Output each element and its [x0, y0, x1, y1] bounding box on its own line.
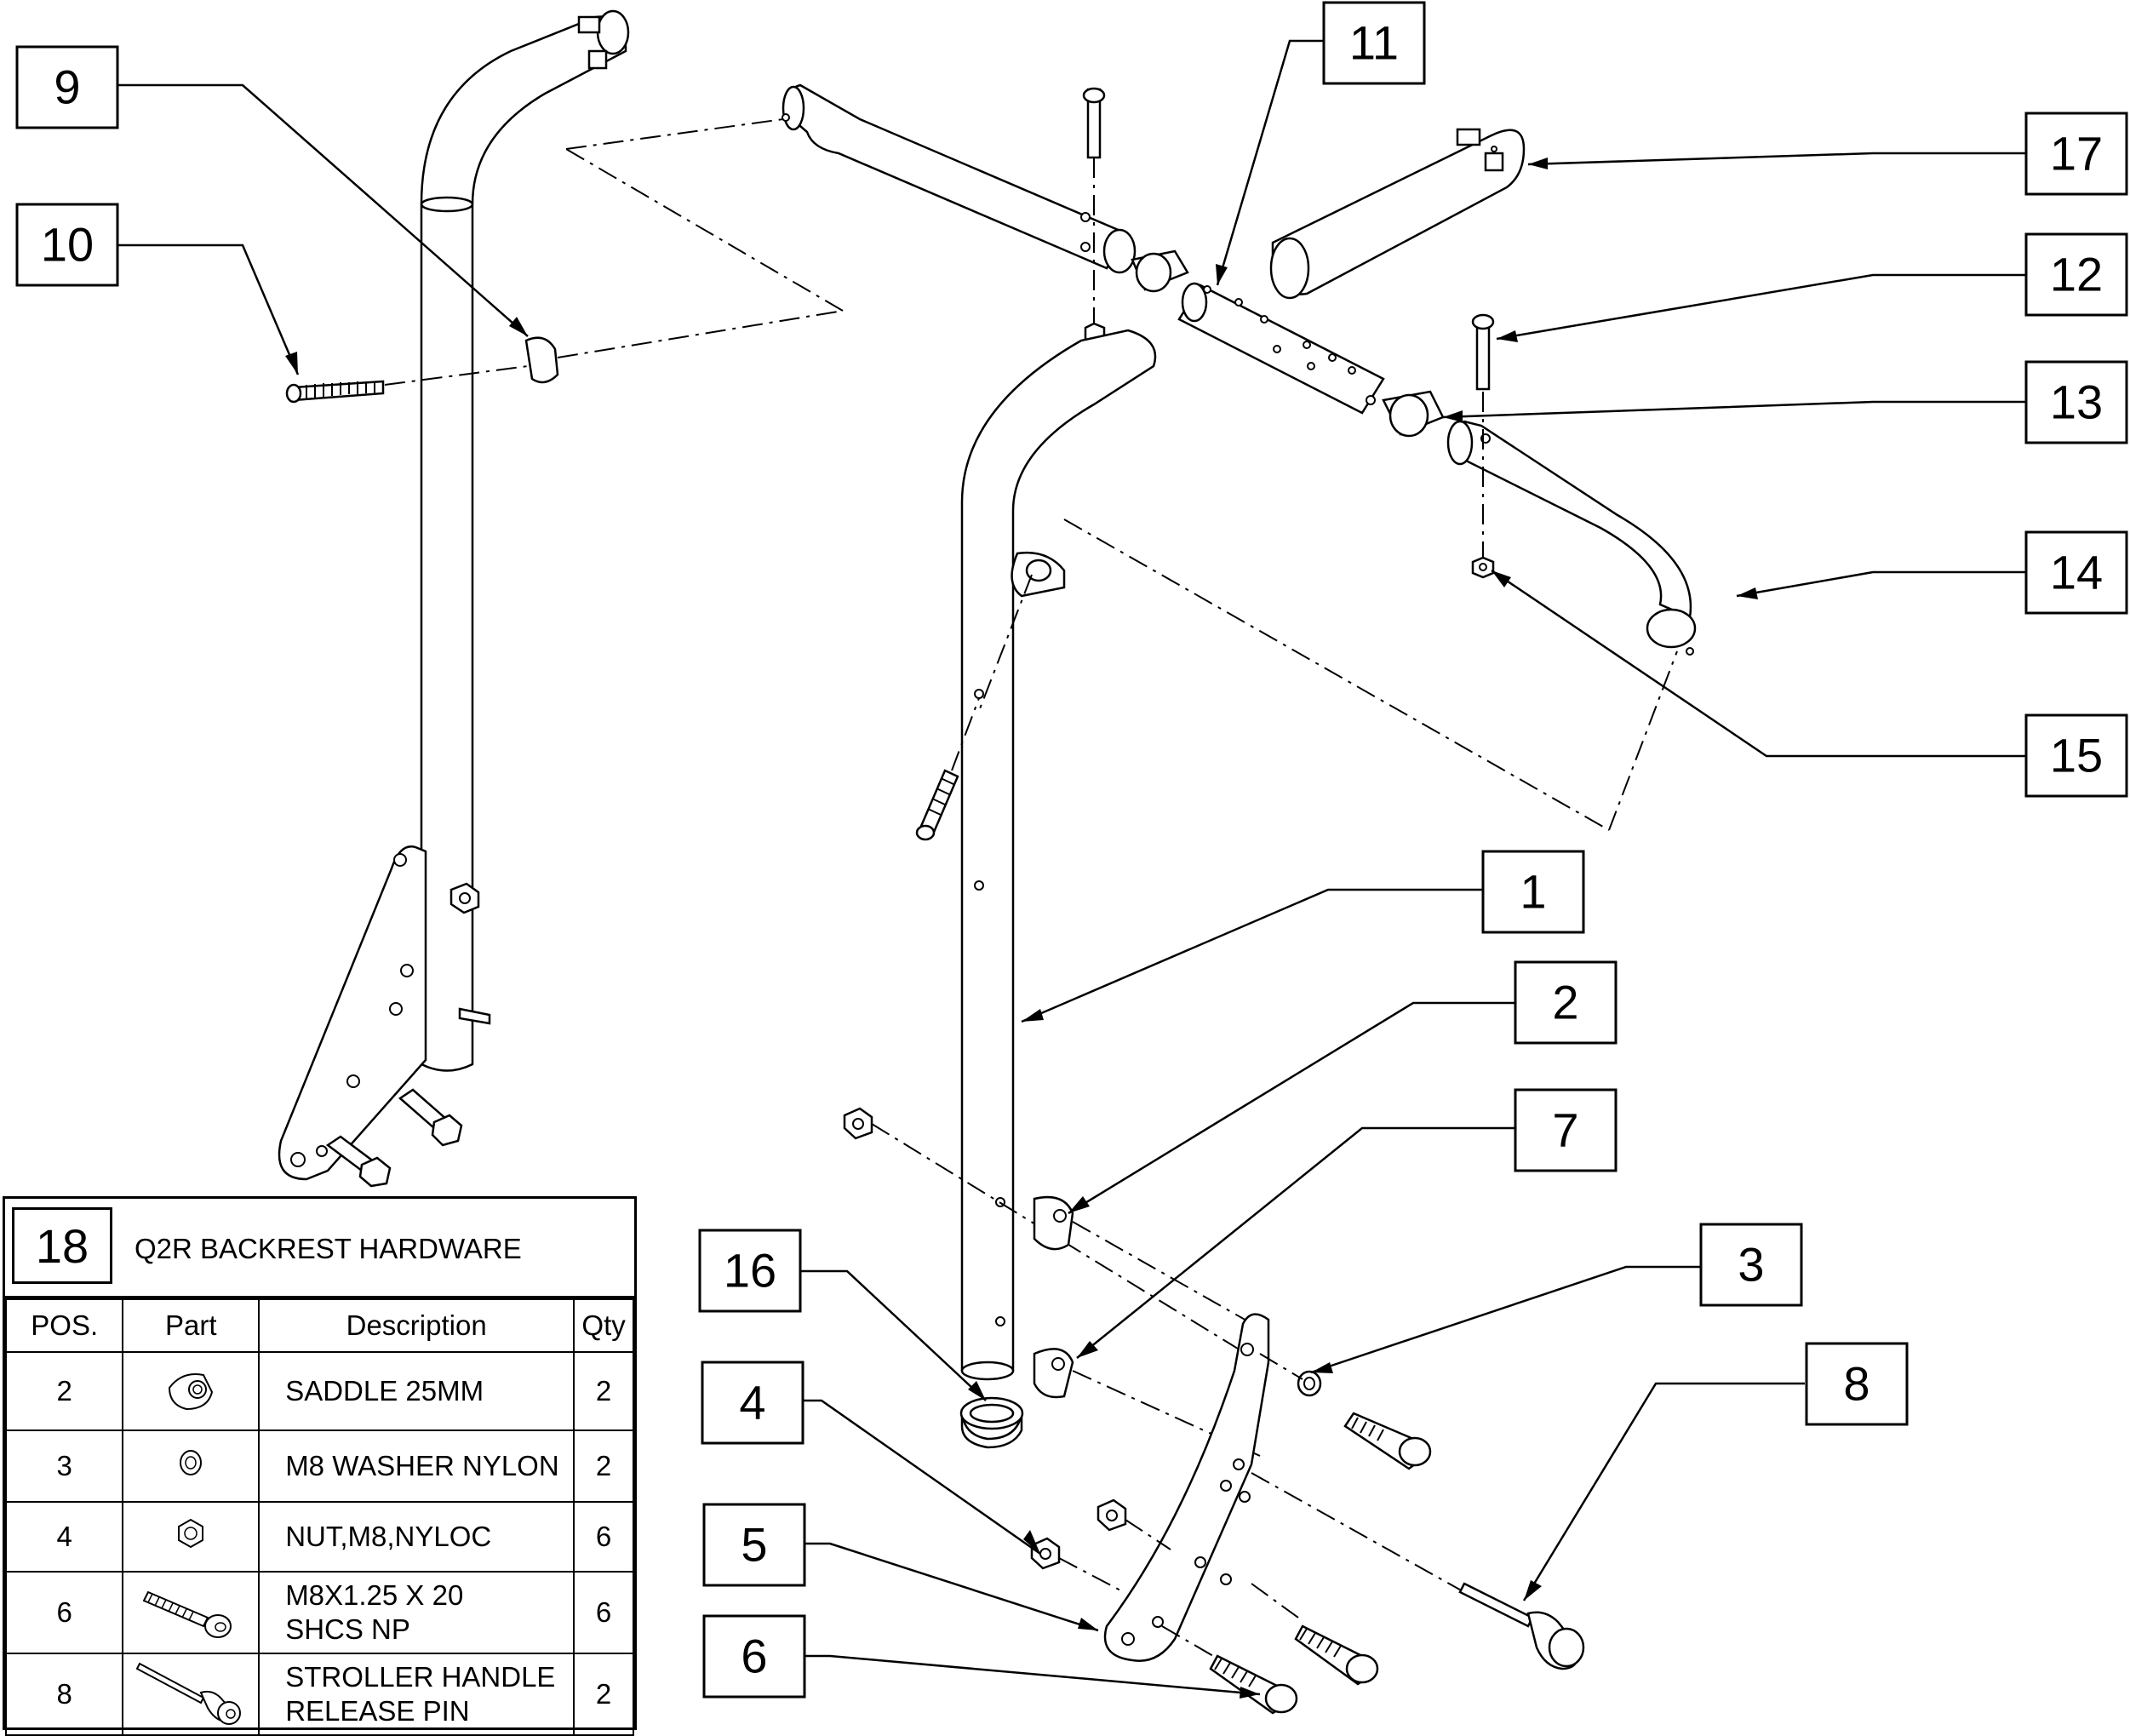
row-description: M8X1.25 X 20: [285, 1579, 464, 1611]
callout-label: 5: [741, 1518, 767, 1572]
table-row: 2 SADDLE 25MM 2: [4, 1351, 634, 1431]
screw-icon: [122, 1571, 261, 1654]
saddle-icon: [122, 1351, 261, 1431]
callout-label: 4: [739, 1376, 765, 1429]
callout-3: 3: [1699, 1223, 1803, 1307]
table-row: 4 NUT,M8,NYLOC 6: [4, 1501, 634, 1573]
callout-8: 8: [1805, 1342, 1909, 1426]
callout-14: 14: [2024, 530, 2128, 615]
left-backrest-cane: [278, 9, 844, 1188]
callout-label: 15: [2050, 729, 2103, 782]
kit-title: Q2R BACKREST HARDWARE: [135, 1233, 522, 1264]
row-description: SADDLE 25MM: [285, 1375, 484, 1407]
parts-table: 18 Q2R BACKREST HARDWARE POS. Part Descr…: [3, 1196, 637, 1736]
row-description: NUT,M8,NYLOC: [285, 1521, 492, 1552]
callout-2: 2: [1514, 960, 1618, 1045]
row-qty: 2: [573, 1653, 634, 1736]
row-qty: 2: [573, 1351, 634, 1431]
row-qty: 2: [573, 1429, 634, 1503]
callout-17: 17: [2024, 112, 2128, 196]
row-pos: 8: [4, 1653, 124, 1736]
callout-11: 11: [1322, 1, 1426, 85]
callout-label: 2: [1552, 976, 1578, 1029]
leader-lines: [117, 39, 2026, 1699]
nut-icon: [122, 1501, 261, 1573]
row-description-2: RELEASE PIN: [285, 1695, 470, 1727]
table-row: 3 M8 WASHER NYLON 2: [4, 1429, 634, 1503]
handle-tube-upper: [782, 83, 1697, 656]
callout-label: 6: [741, 1630, 767, 1683]
row-qty: 6: [573, 1501, 634, 1573]
callout-label: 11: [1349, 16, 1399, 70]
callout-label: 9: [54, 60, 80, 114]
callout-label: 8: [1843, 1357, 1869, 1411]
washer-icon: [122, 1429, 261, 1503]
callout-6: 6: [702, 1614, 806, 1699]
callout-15: 15: [2024, 713, 2128, 798]
table-title-row: 18 Q2R BACKREST HARDWARE: [5, 1199, 634, 1298]
callout-label: 17: [2050, 127, 2103, 180]
callout-1: 1: [1481, 850, 1585, 934]
callout-label: 16: [724, 1244, 776, 1298]
row-description: M8 WASHER NYLON: [285, 1450, 559, 1481]
callout-label: 10: [41, 218, 94, 272]
parts-list: POS. Part Description Qty 2 SADDLE 25MM …: [4, 1298, 634, 1736]
row-pos: 2: [4, 1351, 124, 1431]
row-pos: 4: [4, 1501, 124, 1573]
callout-16: 16: [698, 1229, 802, 1313]
release-pin-icon: [122, 1653, 261, 1736]
main-backrest-cane: [915, 329, 1678, 1449]
callout-label: 1: [1520, 865, 1546, 919]
callout-label: 14: [2050, 546, 2103, 599]
callout-5: 5: [702, 1503, 806, 1587]
header-description: Description: [258, 1298, 575, 1353]
callout-10: 10: [15, 203, 119, 287]
callout-label: 7: [1552, 1103, 1578, 1157]
table-header-row: POS. Part Description Qty: [4, 1298, 634, 1353]
row-description-2: SHCS NP: [285, 1613, 410, 1645]
callout-13: 13: [2024, 360, 2128, 444]
callout-label: 13: [2050, 375, 2103, 429]
row-description: STROLLER HANDLE: [285, 1661, 556, 1693]
kit-number: 18: [12, 1207, 112, 1284]
callout-4: 4: [701, 1361, 804, 1445]
header-qty: Qty: [573, 1298, 634, 1353]
callout-label: 12: [2050, 248, 2103, 301]
row-qty: 6: [573, 1571, 634, 1654]
callout-12: 12: [2024, 232, 2128, 317]
row-pos: 6: [4, 1571, 124, 1654]
lower-hardware: [843, 1107, 1585, 1715]
callout-9: 9: [15, 45, 119, 129]
header-part: Part: [122, 1298, 261, 1353]
callout-7: 7: [1514, 1088, 1618, 1172]
row-pos: 3: [4, 1429, 124, 1503]
header-pos: POS.: [4, 1298, 124, 1353]
callout-label: 3: [1738, 1238, 1764, 1292]
